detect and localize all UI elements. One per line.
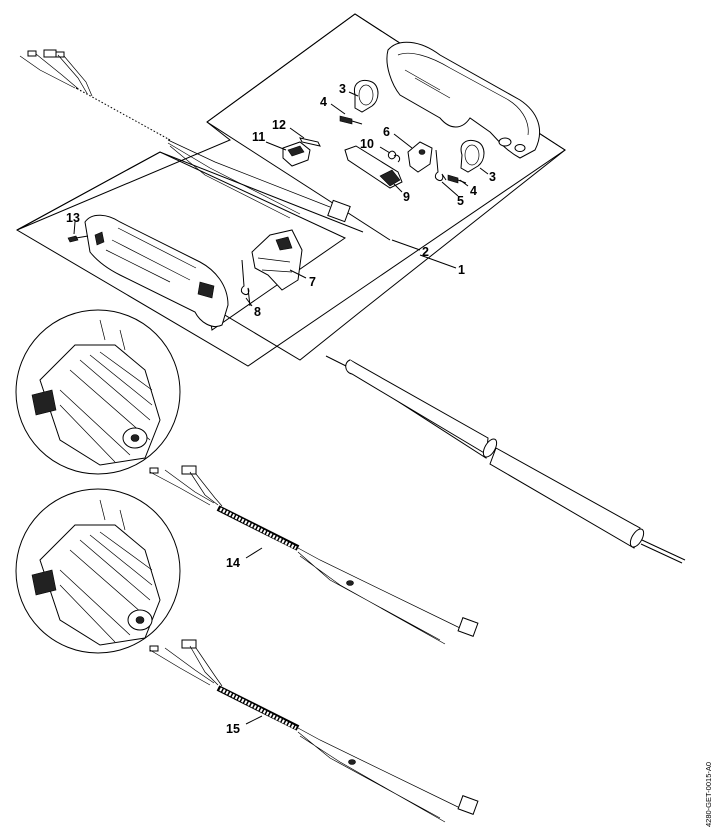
callout-4-upper: 4 (320, 95, 327, 109)
callout-2: 2 (422, 245, 429, 259)
throttle-trigger-7 (251, 229, 303, 291)
screw-lower (447, 174, 467, 184)
switch-part-11 (282, 141, 311, 167)
fan-housing-detail-lower (15, 488, 181, 654)
assembly-box-1 (16, 13, 566, 361)
leader-lines (73, 91, 489, 725)
handle-wiring-harness (19, 49, 351, 223)
callout-10: 10 (360, 137, 374, 151)
callout-3-upper: 3 (339, 82, 346, 96)
callout-7: 7 (309, 275, 316, 289)
assembly-box-2-outline (15, 13, 566, 367)
callout-14: 14 (226, 556, 240, 570)
interlock-lever-6 (407, 141, 433, 173)
callout-3-lower: 3 (489, 170, 496, 184)
callout-4-lower: 4 (470, 184, 477, 198)
control-handle-housing (84, 214, 229, 327)
wiring-harness-14 (149, 465, 479, 645)
torsion-spring-5 (434, 149, 447, 181)
callout-15: 15 (226, 722, 240, 736)
callout-9: 9 (403, 190, 410, 204)
wiring-harness-15 (149, 639, 479, 823)
drawing-code: 4280-GET-0015-A0 (704, 762, 713, 827)
clamp-lower (460, 140, 485, 173)
assembly-box-inner-edge (206, 121, 391, 241)
spring-8 (240, 259, 251, 307)
callout-13: 13 (66, 211, 80, 225)
callout-12: 12 (272, 118, 286, 132)
drive-shaft-tube (325, 355, 686, 564)
torsion-spring-10 (387, 150, 401, 163)
trigger-lever-9 (344, 145, 403, 189)
callout-8: 8 (254, 305, 261, 319)
screw-upper (339, 115, 363, 125)
contact-spring-12 (299, 137, 321, 147)
clamp-upper (353, 80, 379, 113)
callout-1: 1 (458, 263, 465, 277)
rear-handle-housing (386, 41, 540, 159)
callout-6: 6 (383, 125, 390, 139)
callout-11: 11 (252, 130, 265, 144)
fan-housing-detail-upper (15, 309, 181, 475)
screw-13 (67, 235, 89, 243)
callout-5: 5 (457, 194, 464, 208)
